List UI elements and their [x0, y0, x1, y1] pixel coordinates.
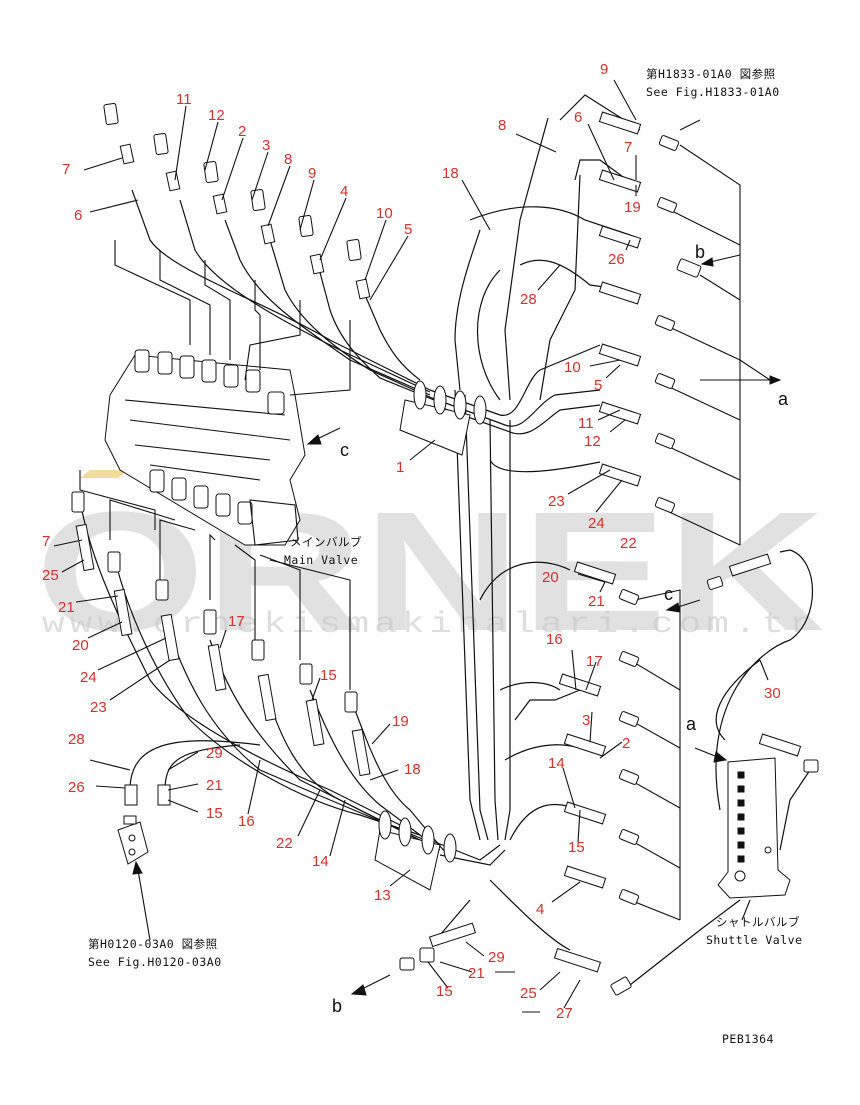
- callout-14-b: 14: [312, 853, 329, 870]
- callout-4-a: 4: [340, 183, 348, 200]
- callout-11-a: 11: [176, 91, 192, 108]
- callout-22-b: 22: [276, 835, 293, 852]
- callout-20-b: 20: [72, 637, 89, 654]
- callout-28-a: 28: [520, 291, 537, 308]
- callout-10-a: 10: [376, 205, 393, 222]
- clamp-lower: [374, 810, 457, 891]
- callout-2-a: 2: [238, 123, 246, 140]
- fittings: [71, 103, 819, 996]
- callout-19-a: 19: [624, 199, 641, 216]
- leader-lines: [53, 79, 769, 1013]
- hose-clamps: [374, 380, 487, 891]
- callout-2-b: 2: [622, 735, 630, 752]
- watermark: ORNEK www.ornekismakinalari.com.tr: [35, 470, 825, 667]
- callout-4-b: 4: [536, 901, 544, 918]
- bottom-ref-en: See Fig.H0120-03A0: [88, 955, 222, 969]
- callout-8-b: 8: [498, 117, 506, 134]
- letter-c-mid: c: [340, 440, 349, 460]
- callout-15-a: 15: [568, 839, 585, 856]
- callout-26-b: 26: [68, 779, 85, 796]
- right-hose-ends: [553, 111, 642, 973]
- callout-15-d: 15: [436, 983, 453, 1000]
- letter-b-bottom: b: [332, 996, 342, 1016]
- callout-30-a: 30: [764, 685, 781, 702]
- letter-b-right: b: [695, 242, 705, 262]
- callout-17-a: 17: [586, 653, 603, 670]
- top-ref-en: See Fig.H1833-01A0: [646, 85, 780, 99]
- callout-22-a: 22: [620, 535, 637, 552]
- callout-29-b: 29: [488, 949, 505, 966]
- drawing-code: PEB1364: [722, 1032, 774, 1046]
- callout-12-a: 12: [208, 107, 225, 124]
- bracket-hose-assembly: [124, 740, 261, 806]
- shuttle-valve: [717, 757, 791, 899]
- main-valve-label-en: Main Valve: [284, 553, 358, 567]
- main-valve-label-jp: メインバルブ: [290, 535, 362, 549]
- clamp-upper: [399, 380, 487, 456]
- right-nipples: [610, 135, 819, 996]
- shuttle-valve-label-jp: シャトルバルブ: [716, 915, 800, 929]
- callout-7-c: 7: [42, 533, 50, 550]
- callout-27-a: 27: [556, 1005, 573, 1022]
- callout-16-b: 16: [238, 813, 255, 830]
- callout-24-a: 24: [588, 515, 605, 532]
- callout-3-b: 3: [582, 712, 590, 729]
- callout-6-b: 6: [574, 109, 582, 126]
- callout-21-b: 21: [58, 599, 75, 616]
- callout-11-b: 11: [578, 415, 594, 432]
- callout-7-b: 7: [624, 139, 632, 156]
- callout-25-a: 25: [42, 567, 59, 584]
- callout-14-a: 14: [548, 755, 565, 772]
- callout-3-a: 3: [262, 137, 270, 154]
- callout-7-a: 7: [62, 161, 70, 178]
- callout-17-b: 17: [228, 613, 245, 630]
- letter-c-right: c: [664, 584, 673, 604]
- reference-labels: 第H1833-01A0 図参照 See Fig.H1833-01A0 第H012…: [88, 67, 803, 1046]
- callout-10-b: 10: [564, 359, 581, 376]
- main-valve: [104, 349, 306, 546]
- callout-1-a: 1: [396, 459, 404, 476]
- shuttle-valve-ports: [737, 771, 745, 863]
- letter-a-shuttle: a: [686, 714, 697, 734]
- callout-18-b: 18: [404, 761, 421, 778]
- callout-25-b: 25: [520, 985, 537, 1002]
- top-ref-jp: 第H1833-01A0 図参照: [646, 67, 776, 81]
- callout-19-b: 19: [392, 713, 409, 730]
- callout-29-a: 29: [206, 745, 223, 762]
- left-lower-fittings: [71, 491, 371, 777]
- callout-8-a: 8: [284, 151, 292, 168]
- callout-26-a: 26: [608, 251, 625, 268]
- valve-spools: [134, 349, 285, 525]
- callout-9-a: 9: [308, 165, 316, 182]
- bottom-ref-jp: 第H0120-03A0 図参照: [88, 937, 218, 951]
- callout-9-b: 9: [600, 61, 608, 78]
- callout-18-a: 18: [442, 165, 459, 182]
- callout-21-c: 21: [206, 777, 223, 794]
- connection-letters: a b c c a b: [332, 242, 789, 1016]
- callout-20-a: 20: [542, 569, 559, 586]
- bottom-hose-assembly: [399, 922, 477, 971]
- callout-6-a: 6: [74, 207, 82, 224]
- mounting-bracket: [117, 815, 149, 865]
- callout-16-a: 16: [546, 631, 563, 648]
- callout-21-a: 21: [588, 593, 605, 610]
- connection-arrows: [132, 119, 782, 996]
- callout-12-b: 12: [584, 433, 601, 450]
- part-callouts: 7 6 11 12 2 3 8 9 4 10 5 18 8 9 6 7 19 2…: [42, 61, 781, 1022]
- callout-24-b: 24: [80, 669, 97, 686]
- callout-15-b: 15: [320, 667, 337, 684]
- watermark-logo-mark: [80, 470, 128, 478]
- callout-28-b: 28: [68, 731, 85, 748]
- shuttle-valve-label-en: Shuttle Valve: [706, 933, 803, 947]
- callout-5-b: 5: [594, 377, 602, 394]
- callout-5-a: 5: [404, 221, 412, 238]
- letter-a-right: a: [778, 389, 789, 409]
- callout-23-b: 23: [90, 699, 107, 716]
- callout-15-c: 15: [206, 805, 223, 822]
- watermark-url: www.ornekismakinalari.com.tr: [42, 608, 817, 642]
- callout-23-a: 23: [548, 493, 565, 510]
- callout-21-d: 21: [468, 965, 485, 982]
- callout-13-a: 13: [374, 887, 391, 904]
